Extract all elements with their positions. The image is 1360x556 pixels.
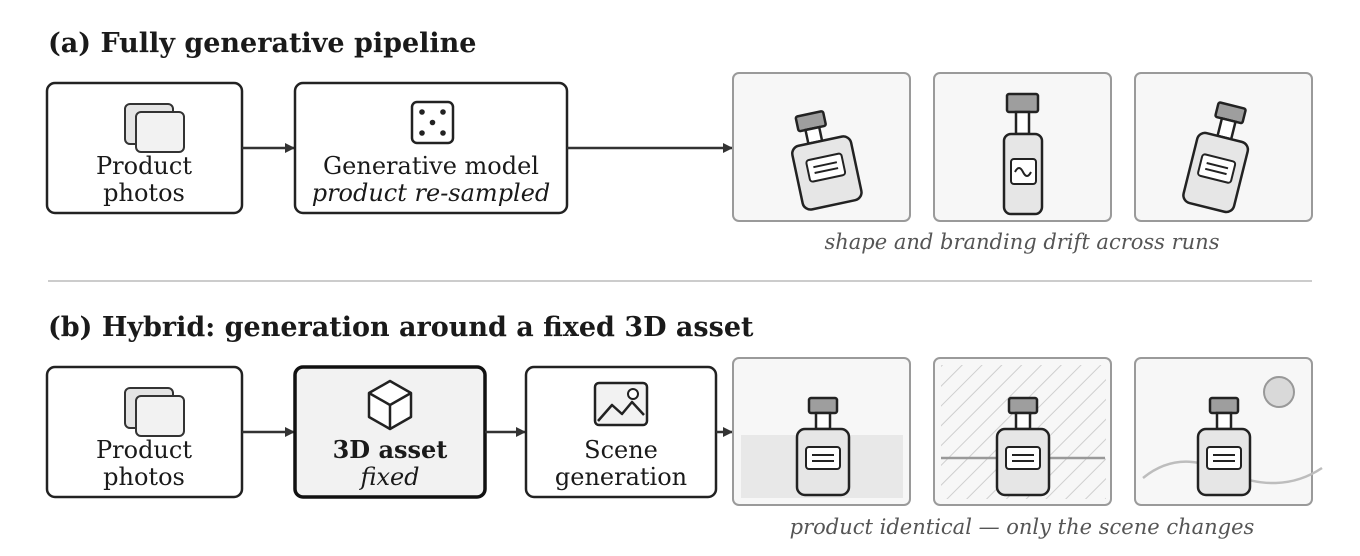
model-label-line2: product re-sampled [312,179,551,207]
bottle-icon [1196,396,1252,497]
output-panel-b3 [1134,357,1323,506]
product-photos-node-a: Product photos [45,81,244,215]
dice-icon [410,100,455,145]
photos-label-line1: Product [96,152,192,180]
section-b-caption: product identical — only the scene chang… [790,515,1255,539]
bottle-icon [795,396,851,497]
asset-label-line2: fixed [358,463,419,491]
output-panel-a3 [1134,72,1313,222]
section-a-title: (a) Fully generative pipeline [48,28,476,59]
scene-label-line2: generation [555,463,687,491]
photos-label-line2: photos [103,463,185,491]
output-panel-a2 [933,72,1112,222]
photos-icon [124,103,185,153]
product-photos-node-b: Product photos [45,365,244,499]
photos-label-line1: Product [96,436,192,464]
photos-label-line2: photos [103,179,185,207]
section-a-caption: shape and branding drift across runs [824,230,1219,254]
scene-generation-node: Scene generation [524,365,718,499]
photos-icon [124,387,185,437]
output-panel-b2 [933,357,1112,506]
output-panel-a1 [732,72,911,222]
cube-icon [367,379,413,431]
bottle-icon [1002,92,1044,216]
scene-label-line1: Scene [584,436,658,464]
image-icon [593,381,649,427]
asset-label-line1: 3D asset [333,435,448,464]
3d-asset-node: 3D asset fixed [293,365,487,499]
generative-model-node: Generative model product re-sampled [293,81,569,215]
bottle-icon [1182,101,1250,214]
section-b-title: (b) Hybrid: generation around a fixed 3D… [48,312,754,343]
sun-icon [1263,376,1295,408]
bottle-icon [995,396,1051,497]
model-label-line1: Generative model [323,152,539,180]
bottle-icon [791,110,863,211]
output-panel-b1 [732,357,911,506]
